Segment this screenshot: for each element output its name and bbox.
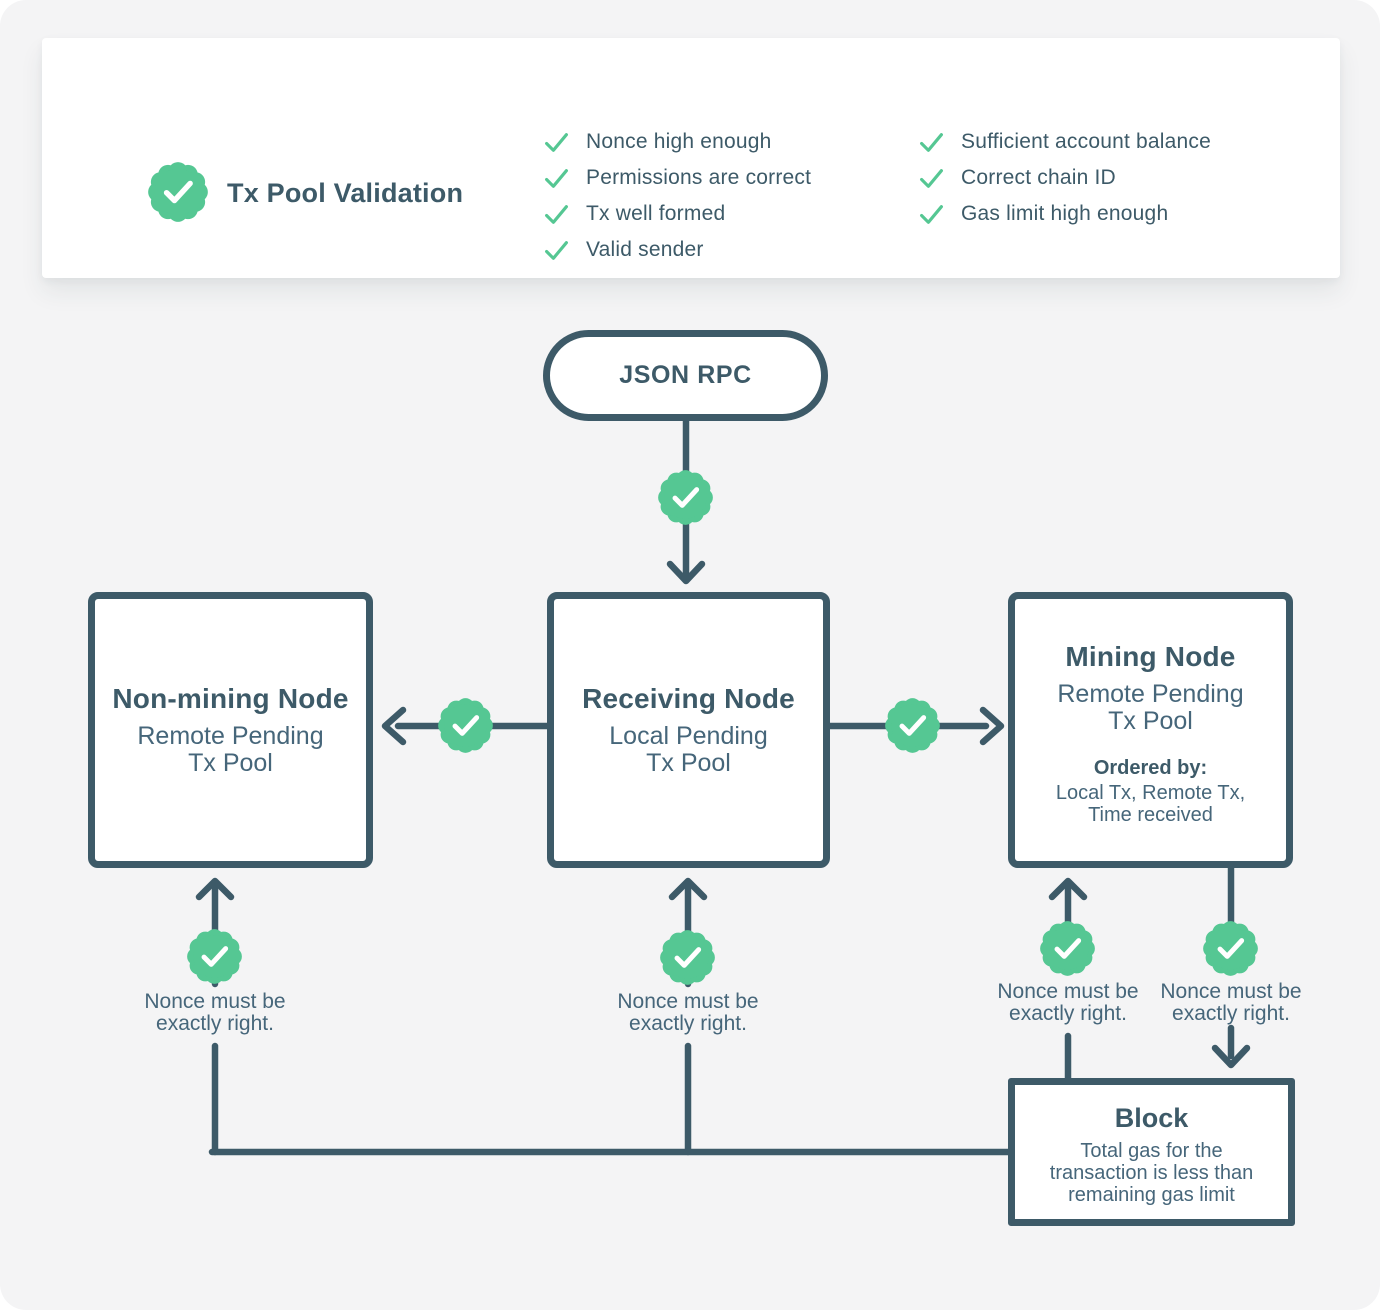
check-item: Sufficient account balance xyxy=(919,124,1211,160)
check-item: Valid sender xyxy=(544,232,811,268)
checkmark-icon xyxy=(544,202,569,227)
validation-badge-icon xyxy=(1040,921,1095,976)
check-item: Correct chain ID xyxy=(919,160,1211,196)
block-body-line: transaction is less than xyxy=(1049,1162,1254,1184)
arrowhead-up-receiving xyxy=(668,877,708,901)
checkmark-icon xyxy=(919,202,944,227)
check-item: Permissions are correct xyxy=(544,160,811,196)
checkmark-icon xyxy=(544,130,569,155)
non-mining-node-box: Non-mining Node Remote Pending Tx Pool xyxy=(88,592,373,868)
caption-line: exactly right. xyxy=(1009,1002,1127,1025)
validation-badge-icon xyxy=(187,929,242,984)
checkmark-icon xyxy=(919,130,944,155)
subtitle-line: Tx Pool xyxy=(188,749,273,777)
ordered-by-line: Local Tx, Remote Tx, xyxy=(1055,782,1246,804)
checklist-left: Nonce high enough Permissions are correc… xyxy=(544,124,811,268)
check-item-label: Permissions are correct xyxy=(586,166,812,189)
checklist-right: Sufficient account balance Correct chain… xyxy=(919,124,1211,232)
receiving-node-box: Receiving Node Local Pending Tx Pool xyxy=(547,592,830,868)
validation-badge-icon xyxy=(658,470,713,525)
caption-line: Nonce must be xyxy=(997,980,1139,1003)
non-mining-node-title: Non-mining Node xyxy=(112,683,349,714)
check-item-label: Gas limit high enough xyxy=(961,202,1169,225)
caption-line: exactly right. xyxy=(629,1012,747,1035)
nonce-caption: Nonce must be exactly right. xyxy=(125,991,305,1035)
ordered-by-label: Ordered by: xyxy=(1093,757,1208,779)
seal-check-icon xyxy=(148,162,208,222)
validation-badge-icon xyxy=(885,698,940,753)
subtitle-line: Remote Pending xyxy=(137,722,324,750)
mining-node-title: Mining Node xyxy=(1065,641,1236,672)
subtitle-line: Remote Pending xyxy=(1057,680,1244,708)
caption-line: Nonce must be xyxy=(1160,980,1302,1003)
arrowhead-left-nonmining xyxy=(381,706,407,746)
mining-ordered-by: Ordered by: Local Tx, Remote Tx, Time re… xyxy=(1056,757,1245,826)
receiving-node-subtitle: Local Pending Tx Pool xyxy=(609,723,767,777)
validation-card: Tx Pool Validation Nonce high enough Per… xyxy=(42,38,1340,278)
check-item: Tx well formed xyxy=(544,196,811,232)
validation-badge-icon xyxy=(660,930,715,985)
subtitle-line: Tx Pool xyxy=(646,749,731,777)
check-item-label: Sufficient account balance xyxy=(961,130,1211,153)
mining-node-subtitle: Remote Pending Tx Pool xyxy=(1057,681,1243,735)
check-item-label: Nonce high enough xyxy=(586,130,772,153)
caption-line: Nonce must be xyxy=(617,990,759,1013)
arrowhead-down-receiving xyxy=(666,560,706,585)
block-body-line: Total gas for the xyxy=(1080,1140,1223,1162)
arrowhead-up-mining xyxy=(1048,877,1088,901)
mining-node-box: Mining Node Remote Pending Tx Pool Order… xyxy=(1008,592,1293,868)
subtitle-line: Tx Pool xyxy=(1108,707,1193,735)
block-node-box: Block Total gas for the transaction is l… xyxy=(1008,1078,1295,1226)
checkmark-icon xyxy=(544,166,569,191)
check-item-label: Valid sender xyxy=(586,238,704,261)
receiving-node-title: Receiving Node xyxy=(582,683,795,714)
nonce-caption: Nonce must be exactly right. xyxy=(978,981,1158,1025)
validation-badge-icon xyxy=(1203,921,1258,976)
ordered-by-line: Time received xyxy=(1088,804,1213,826)
validation-badge-icon xyxy=(438,698,493,753)
checkmark-icon xyxy=(544,238,569,263)
caption-line: exactly right. xyxy=(1172,1002,1290,1025)
nonce-caption: Nonce must be exactly right. xyxy=(598,991,778,1035)
check-item-label: Correct chain ID xyxy=(961,166,1116,189)
caption-line: exactly right. xyxy=(156,1012,274,1035)
check-item-label: Tx well formed xyxy=(586,202,726,225)
arrowhead-right-mining xyxy=(979,706,1005,746)
card-title: Tx Pool Validation xyxy=(227,178,464,208)
block-body-line: remaining gas limit xyxy=(1068,1184,1235,1206)
arrowhead-up-nonmining xyxy=(195,877,235,901)
check-item: Gas limit high enough xyxy=(919,196,1211,232)
check-item: Nonce high enough xyxy=(544,124,811,160)
non-mining-node-subtitle: Remote Pending Tx Pool xyxy=(137,723,323,777)
json-rpc-node: JSON RPC xyxy=(543,330,828,421)
block-node-title: Block xyxy=(1114,1103,1189,1133)
caption-line: Nonce must be xyxy=(144,990,286,1013)
arrowhead-down-block xyxy=(1211,1044,1251,1069)
nonce-caption: Nonce must be exactly right. xyxy=(1141,981,1321,1025)
checkmark-icon xyxy=(919,166,944,191)
subtitle-line: Local Pending xyxy=(609,722,768,750)
json-rpc-label: JSON RPC xyxy=(619,361,752,389)
